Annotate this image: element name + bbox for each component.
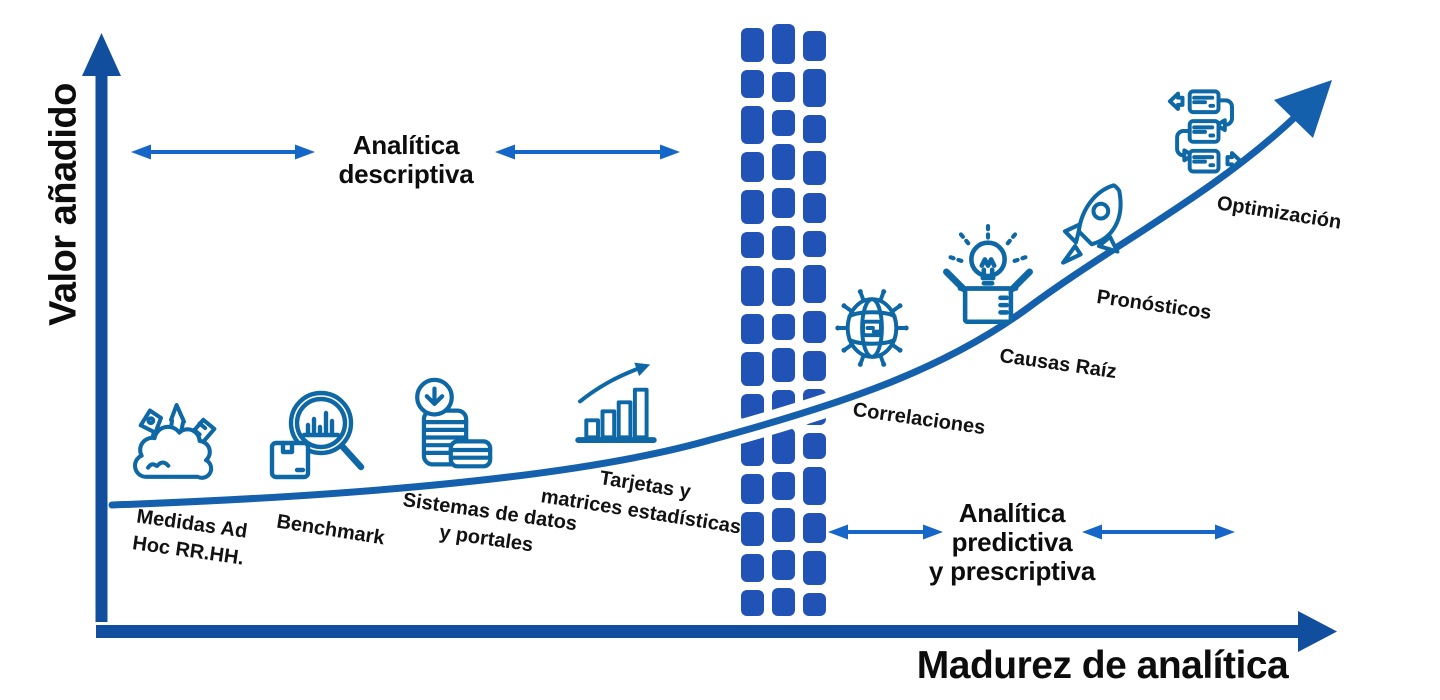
bar-chart-growth-icon xyxy=(570,360,662,450)
barrier xyxy=(741,24,826,616)
y-axis-label: Valor añadido xyxy=(42,83,85,326)
magnifier-chart-icon xyxy=(266,384,366,486)
curve-line xyxy=(108,114,1298,509)
x-axis-arrowhead xyxy=(1298,611,1337,652)
value-curve xyxy=(108,80,1332,517)
workflow-documents-icon xyxy=(1160,84,1250,178)
network-globe-icon xyxy=(827,280,917,376)
y-axis xyxy=(82,33,121,622)
curve-arrowhead xyxy=(1274,80,1332,138)
rocket-icon xyxy=(1053,178,1145,270)
y-axis-arrowhead xyxy=(82,33,121,76)
zone-label-predictive: Analítica predictiva y prescriptiva xyxy=(928,498,1096,587)
range-arrows xyxy=(131,144,1235,540)
x-axis-label: Madurez de analítica xyxy=(916,644,1289,687)
cloud-tools-icon xyxy=(126,390,218,490)
zone-label-descriptive: Analítica descriptiva xyxy=(338,130,474,190)
lightbulb-box-icon xyxy=(936,220,1040,332)
coins-download-icon xyxy=(398,376,494,476)
x-axis xyxy=(96,611,1337,652)
